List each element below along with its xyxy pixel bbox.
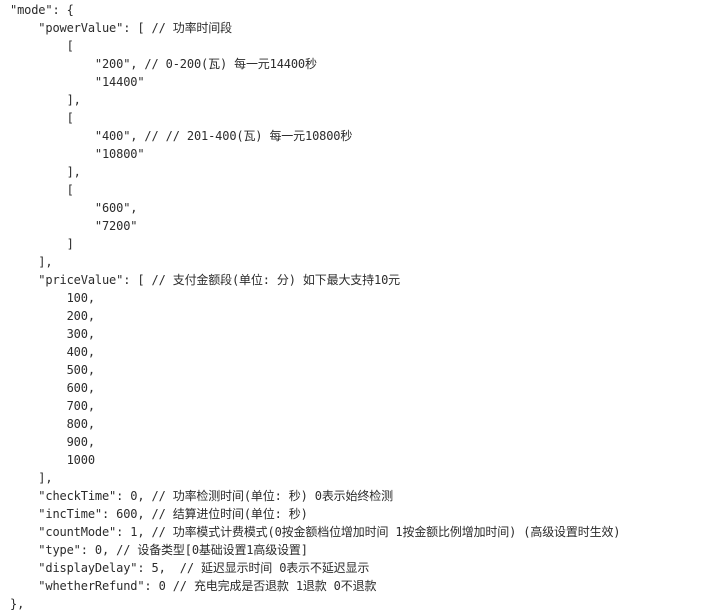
code-line-price-item: 200, bbox=[10, 309, 95, 323]
code-line-power-600: "600", bbox=[10, 201, 138, 215]
code-line-bracket-open: [ bbox=[10, 39, 74, 53]
code-line-countmode: "countMode": 1, // 功率模式计费模式(0按金额档位增加时间 1… bbox=[10, 525, 621, 539]
code-line-checktime: "checkTime": 0, // 功率检测时间(单位: 秒) 0表示始终检测 bbox=[10, 489, 393, 503]
code-line-pricevalue-close: ], bbox=[10, 471, 53, 485]
code-line-powervalue-key: "powerValue": [ // 功率时间段 bbox=[10, 21, 232, 35]
code-line-mode-close: }, bbox=[10, 597, 25, 611]
code-line-price-item: 1000 bbox=[10, 453, 95, 467]
code-line-time-14400: "14400" bbox=[10, 75, 145, 89]
code-line-inctime: "incTime": 600, // 结算进位时间(单位: 秒) bbox=[10, 507, 308, 521]
code-line-mode-open: "mode": { bbox=[10, 3, 74, 17]
code-line-bracket-close: ] bbox=[10, 237, 74, 251]
code-line-price-item: 100, bbox=[10, 291, 95, 305]
code-line-price-item: 800, bbox=[10, 417, 95, 431]
code-view: "mode": { "powerValue": [ // 功率时间段 [ "20… bbox=[10, 1, 720, 613]
code-line-price-item: 400, bbox=[10, 345, 95, 359]
code-line-whetherrefund: "whetherRefund": 0 // 充电完成是否退款 1退款 0不退款 bbox=[10, 579, 377, 593]
code-line-bracket-open: [ bbox=[10, 183, 74, 197]
code-line-price-item: 500, bbox=[10, 363, 95, 377]
code-line-bracket-close: ], bbox=[10, 165, 81, 179]
code-line-power-400: "400", // // 201-400(瓦) 每一元10800秒 bbox=[10, 129, 353, 143]
code-line-bracket-open: [ bbox=[10, 111, 74, 125]
code-line-price-item: 700, bbox=[10, 399, 95, 413]
code-line-time-10800: "10800" bbox=[10, 147, 145, 161]
code-line-pricevalue-key: "priceValue": [ // 支付金额段(单位: 分) 如下最大支持10… bbox=[10, 273, 400, 287]
code-line-displaydelay: "displayDelay": 5, // 延迟显示时间 0表示不延迟显示 bbox=[10, 561, 370, 575]
code-line-time-7200: "7200" bbox=[10, 219, 138, 233]
code-line-powervalue-close: ], bbox=[10, 255, 53, 269]
code-line-price-item: 600, bbox=[10, 381, 95, 395]
code-line-bracket-close: ], bbox=[10, 93, 81, 107]
code-line-power-200: "200", // 0-200(瓦) 每一元14400秒 bbox=[10, 57, 317, 71]
code-line-price-item: 900, bbox=[10, 435, 95, 449]
code-line-type: "type": 0, // 设备类型[0基础设置1高级设置] bbox=[10, 543, 308, 557]
code-line-price-item: 300, bbox=[10, 327, 95, 341]
